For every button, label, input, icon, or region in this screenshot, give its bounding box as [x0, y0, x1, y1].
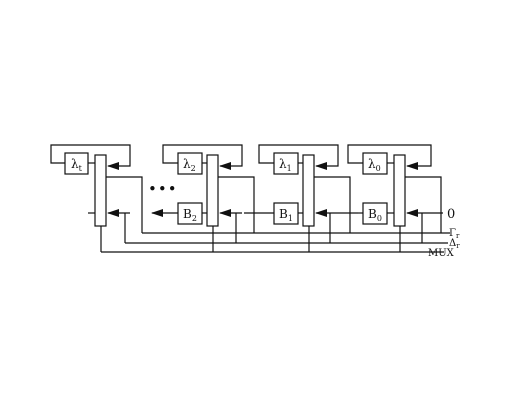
lambda-2-feedback-line — [162, 144, 243, 170]
delta-r-label: Δr — [449, 238, 460, 250]
zero-input-label: 0 — [447, 207, 455, 222]
lambda-2-label: λ2 — [183, 157, 196, 173]
stage-2 — [151, 144, 255, 252]
mux-2-gamma-tap — [218, 176, 255, 233]
stage-0 — [347, 144, 443, 252]
register-labels: λt λ2 B2 λ1 B1 λ0 B0 — [71, 157, 382, 223]
mux-t — [94, 154, 107, 227]
lambda-1-feedback-line — [258, 144, 339, 170]
lambda-t-label: λt — [71, 157, 83, 173]
b-0-label: B0 — [368, 207, 382, 223]
lambda-0-feedback-line — [347, 144, 432, 170]
mux-1 — [302, 154, 315, 227]
mux-2 — [206, 154, 219, 227]
mux-1-gamma-tap — [314, 176, 351, 233]
lambda-1-label: λ1 — [279, 157, 292, 173]
lambda-0-label: λ0 — [368, 157, 381, 173]
gamma-r-label: Γr — [449, 228, 460, 240]
stage-1 — [244, 144, 358, 252]
mux-t-gamma-tap — [106, 176, 143, 233]
ellipsis-dots: ••• — [148, 180, 178, 198]
b-1-label: B1 — [279, 207, 293, 223]
mux-0-gamma-tap — [405, 176, 442, 233]
signal-labels: Γr Δr MUX — [428, 228, 460, 259]
mux-0 — [393, 154, 406, 227]
b-2-label: B2 — [183, 207, 197, 223]
lambda-t-feedback-line — [50, 144, 131, 170]
mux-signal-label: MUX — [428, 248, 455, 259]
stage-t — [50, 144, 143, 252]
